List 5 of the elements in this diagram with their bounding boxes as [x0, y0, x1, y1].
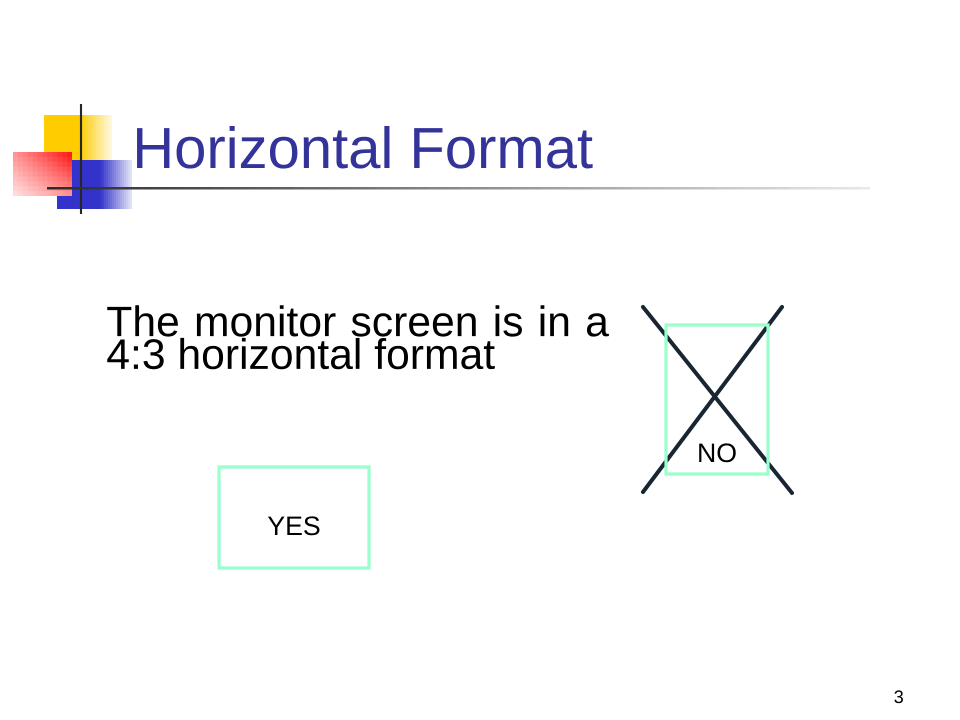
- option-box: NO: [664, 323, 770, 476]
- option-box: YES: [217, 465, 371, 570]
- body-text: The monitor screen is in a 4:3 horizontal format: [107, 305, 609, 370]
- page-number: 3: [894, 690, 903, 704]
- slide-title: Horizontal Format: [137, 126, 593, 169]
